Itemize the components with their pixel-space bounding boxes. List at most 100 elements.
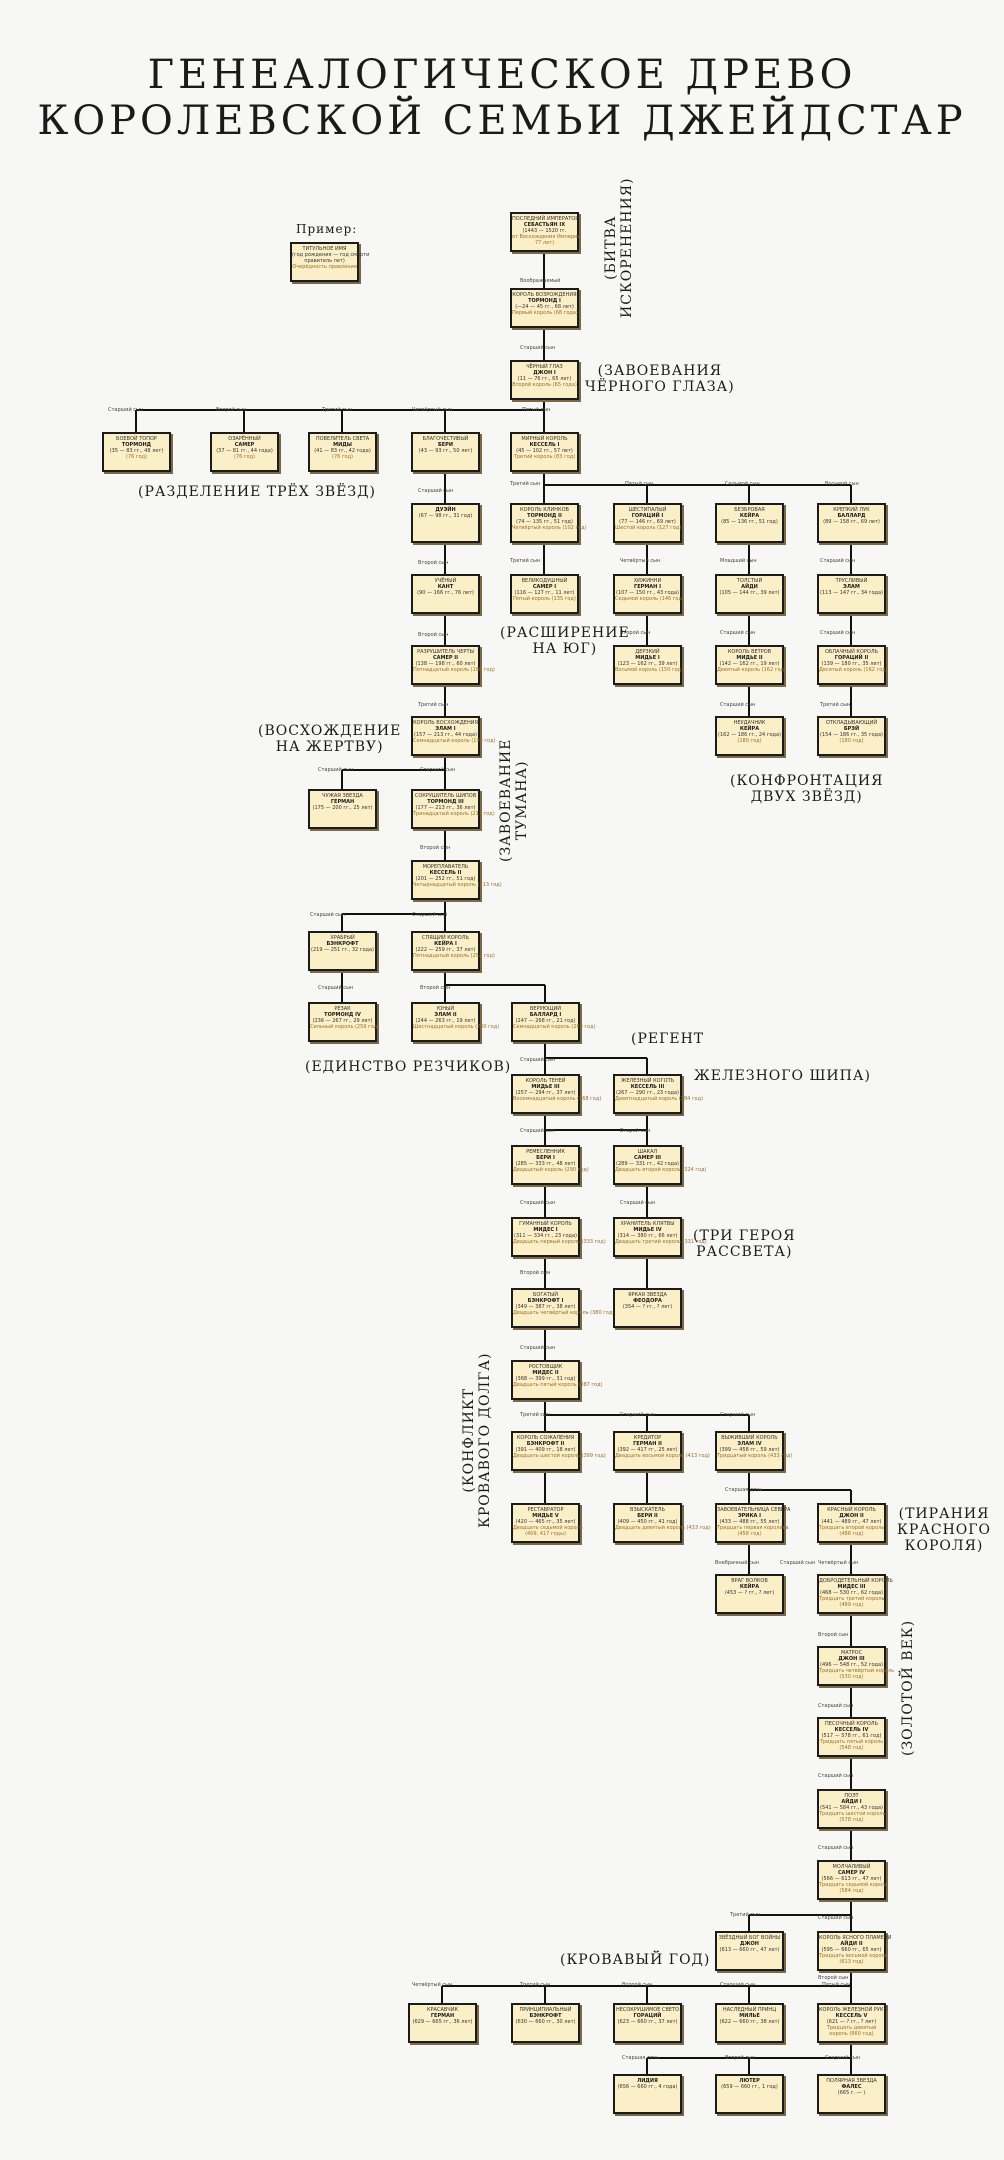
person-title: МОЛЧАЛИВЫЙ <box>832 1864 871 1870</box>
person-order: Сильный король (259 год) <box>310 1024 380 1030</box>
person-dates: (409 — 450 гг., 41 год) <box>617 1519 678 1525</box>
person-name: СЕБАСТЬЯН IX <box>523 222 566 228</box>
person-name: ТОРМОНД IV <box>324 1012 361 1018</box>
person-title: РЕСТАВРАТОР <box>527 1507 564 1513</box>
person-title: РЕМЕСЛЕННИК <box>526 1149 565 1155</box>
relation-label: Старший сын <box>520 1057 556 1063</box>
person-title: БЛАГОЧЕСТИВЫЙ <box>422 436 469 442</box>
relation-label: Пятый сын <box>522 407 551 413</box>
person-extra: Тридцать четвёртый король <box>819 1668 895 1674</box>
person-title: ОБЛАЧНЫЙ КОРОЛЬ <box>824 649 879 655</box>
person-title: КОРОЛЬ ЖЕЛЕЗНОЙ РУКИ <box>819 2007 888 2013</box>
person-box: ДУЭЙН(67 — 98 гг., 31 год) <box>411 503 480 543</box>
person-title: ВРАГ ВОЛКОВ <box>731 1578 768 1584</box>
person-name: БЭНКРОФТ <box>326 941 359 947</box>
person-dates: (391 — 409 гг., 18 лет) <box>515 1447 576 1453</box>
person-name: ЛИДИЯ <box>637 2078 658 2084</box>
person-dates: (77 — 146 гг., 69 лет) <box>619 519 676 525</box>
person-name: АЙДИ <box>741 584 758 590</box>
person-order: Тринадцатый король (211 год) <box>413 811 495 817</box>
person-name: ФЕОДОРА <box>633 1298 662 1304</box>
person-dates: (629 — 665 гг., 36 лет) <box>412 2019 473 2025</box>
person-title: ВЕЛИКОДУШНЫЙ <box>521 578 568 584</box>
person-dates: (85 — 136 гг., 51 год) <box>721 519 778 525</box>
era-label: (ТИРАНИЯ КРАСНОГО КОРОЛЯ) <box>897 1506 992 1554</box>
person-order: Двадцать пятый король (387 год) <box>513 1382 603 1388</box>
person-name: ЭЛАМ IV <box>737 1441 762 1447</box>
person-title: БЕЗБРОВАЯ <box>734 507 765 513</box>
era-label: (КОНФЛИКТ КРОВАВОГО ДОЛГА) <box>461 1352 493 1528</box>
person-order: король (660 год) <box>829 2031 874 2037</box>
era-label: (ВОСХОЖДЕНИЕ НА ЖЕРТВУ) <box>258 723 402 755</box>
person-name: БРЭЙ <box>843 726 860 732</box>
person-name: ГЕРМАН II <box>633 1441 662 1447</box>
person-dates: (630 — 660 гг., 30 лет) <box>515 2019 576 2025</box>
relation-label: Старший сын <box>820 630 856 636</box>
person-dates: (311 — 334 гг., 23 года) <box>514 1233 577 1239</box>
person-order: Восьмой король (150 год) <box>615 667 684 673</box>
person-dates: (613 — 660 гг., 47 лет) <box>719 1947 780 1953</box>
person-extra: Двадцать седьмой король <box>513 1525 583 1531</box>
era-label: (ЕДИНСТВО РЕЗЧИКОВ) <box>305 1059 512 1075</box>
title-line-1: ГЕНЕАЛОГИЧЕСКОЕ ДРЕВО <box>147 52 857 98</box>
person-extra: Тридцать седьмой король <box>819 1882 889 1888</box>
person-title: ВЫЖИВШИЙ КОРОЛЬ <box>721 1435 778 1441</box>
person-name: КЕЙРА <box>739 513 760 519</box>
person-name: ЭЛАМ II <box>434 1012 457 1018</box>
person-order: Тридцатый король (433 год) <box>717 1453 793 1459</box>
relation-label: Второй сын <box>818 1975 849 1981</box>
person-title: СПЯЩИЙ КОРОЛЬ <box>422 935 469 941</box>
person-dates: (74 — 135 гг., 51 год) <box>516 519 573 525</box>
person-title: КОРОЛЬ ВОЗРОЖДЕНИЯ <box>512 292 577 298</box>
person-dates: (177 — 213 гг., 36 лет) <box>415 805 476 811</box>
relation-label: Третий сын <box>418 702 449 708</box>
person-order: (548 год) <box>839 1745 864 1751</box>
relation-label: Третий сын <box>730 1912 761 1918</box>
person-name: МИДЬЕ I <box>635 655 660 661</box>
person-order: Двадцать второй король (324 год) <box>615 1167 707 1173</box>
relation-label: Второй сын <box>420 985 451 991</box>
person-dates: (399 — 458 гг., 59 лет) <box>719 1447 780 1453</box>
relation-label: Старший сын <box>318 985 354 991</box>
person-order: Двадцать первый король (333 год) <box>513 1239 606 1245</box>
person-box: ЛИДИЯ(656 — 660 гг., 4 года) <box>613 2074 682 2114</box>
era-label: (РЕГЕНТ <box>631 1031 705 1047</box>
relation-label: Четвёртый сын <box>818 1560 859 1566</box>
person-dates: (420 — 465 гг., 35 лет) <box>515 1519 576 1525</box>
person-order: (584 год) <box>839 1888 864 1894</box>
person-dates: (—24 — 45 гг., 68 лет) <box>515 304 574 310</box>
person-name: ТОРМОНД I <box>528 298 561 304</box>
person-box: ЛЮТЕР(659 — 660 гг., 1 год) <box>715 2074 784 2114</box>
person-name: МИЛЬЕ <box>739 2013 760 2019</box>
relation-label: Старший сын <box>720 630 756 636</box>
person-title: БОГАТЫЙ <box>532 1292 559 1298</box>
era-label: (БИТВА ИСКОРЕНЕНИЯ) <box>603 177 635 319</box>
person-dates: (247 — 268 гг., 21 год) <box>515 1018 576 1024</box>
person-title: МИРНЫЙ КОРОЛЬ <box>521 436 568 442</box>
person-name: ДЖОН III <box>838 1656 865 1662</box>
person-order: (613 год) <box>839 1959 864 1965</box>
person-dates: (35 — 83 гг., 48 лет) <box>109 448 164 454</box>
person-title: РАЗРУШИТЕЛЬ ЧЕРТЫ <box>417 649 474 655</box>
legend-box-dates: (год рождения — год смерти <box>292 252 370 258</box>
person-title: ЧУЖАЯ ЗВЕЗДА <box>322 793 363 799</box>
